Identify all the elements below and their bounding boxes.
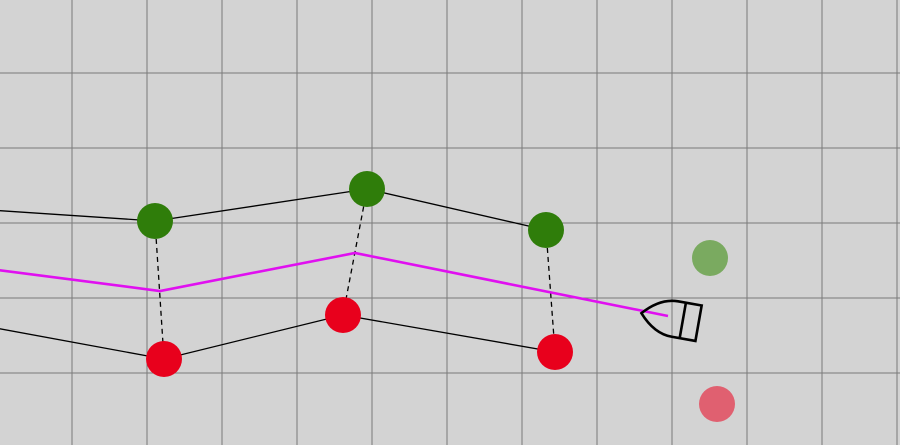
course-path — [0, 251, 669, 318]
red-buoy — [146, 341, 182, 377]
left-boundary-line — [0, 188, 547, 231]
green-buoy — [137, 203, 173, 239]
gate-line — [545, 229, 556, 353]
upcoming-green-buoy — [692, 240, 728, 276]
upcoming-red-buoy — [699, 386, 735, 422]
green-buoy — [349, 171, 385, 207]
green-buoy — [528, 212, 564, 248]
boat-icon — [639, 299, 704, 343]
red-buoy — [537, 334, 573, 370]
right-boundary-line — [0, 314, 556, 360]
red-buoy — [325, 297, 361, 333]
